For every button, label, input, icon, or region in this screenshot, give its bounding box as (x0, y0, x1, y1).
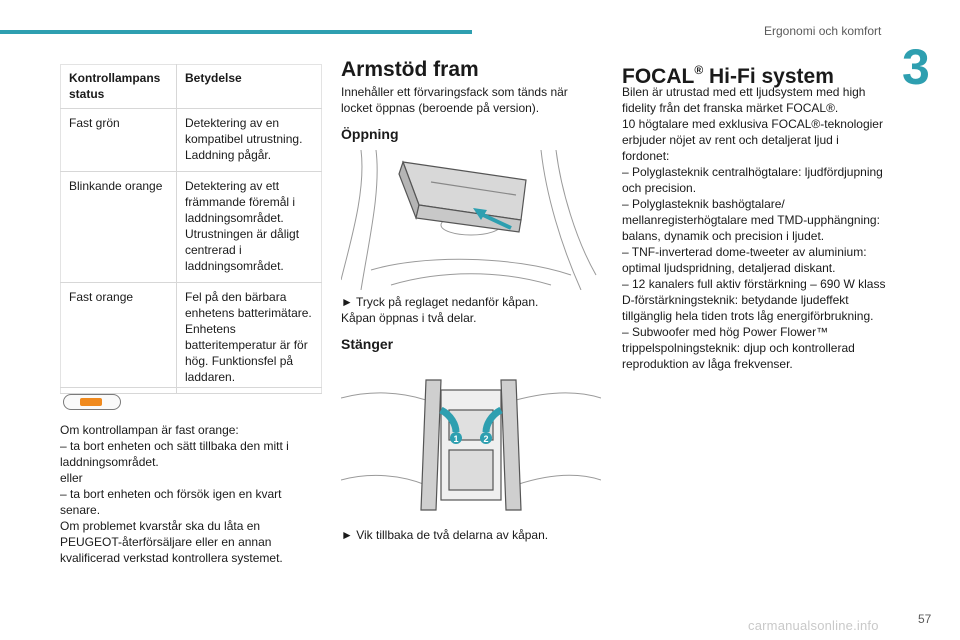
closing-step: ► Vik tillbaka de två delarna av kåpan. (341, 528, 549, 542)
opening-step: ► Tryck på reglaget nedanför kåpan. (341, 295, 539, 309)
step-1-label: 1 (453, 434, 458, 444)
armrest-closing-illustration: 1 2 (341, 360, 601, 515)
indicator-status-table: Kontrollampans status Betydelse Fast grö… (60, 64, 322, 394)
section-title: Ergonomi och komfort (764, 24, 882, 38)
warning-line: – ta bort enheten och försök igen en kva… (60, 487, 282, 517)
focal-description: Bilen är utrustad med ett ljudsystem med… (622, 84, 887, 372)
step-1-marker (450, 432, 462, 444)
table-header-row: Kontrollampans status Betydelse (60, 64, 322, 109)
armrest-intro: Innehåller ett förvaringsfack som tänds … (341, 85, 568, 115)
status-cell: Blinkande orange (60, 171, 177, 283)
focal-title-main: FOCAL (622, 65, 695, 88)
step-2-label: 2 (483, 434, 488, 444)
focal-title-sup: ® (694, 63, 704, 77)
status-cell: Fast grön (60, 108, 177, 172)
closing-title: Stänger (341, 336, 394, 352)
focal-line: – Polyglasteknik centralhögtalare: ljudf… (622, 165, 883, 195)
column-header-meaning: Betydelse (176, 64, 322, 109)
warning-text: Om kontrollampan är fast orange: – ta bo… (60, 422, 322, 566)
focal-line: 10 högtalare med exklusiva FOCAL®-teknol… (622, 117, 883, 163)
table-row: Fast grön Detektering av en kompatibel u… (60, 108, 322, 172)
warning-box (60, 387, 322, 417)
meaning-cell: Fel på den bärbara enhetens batterimätar… (176, 282, 322, 394)
opening-title: Öppning (341, 126, 399, 142)
chapter-number: 3 (902, 39, 930, 95)
focal-title-rest: Hi-Fi system (703, 65, 834, 88)
step-2-marker (480, 432, 492, 444)
armrest-opening-illustration (341, 150, 601, 290)
header-accent-bar (0, 30, 472, 34)
focal-title: FOCAL® Hi-Fi system (622, 58, 834, 89)
table-row: Fast orange Fel på den bärbara enhetens … (60, 282, 322, 394)
focal-line: Bilen är utrustad med ett ljudsystem med… (622, 85, 866, 115)
focal-line: – Subwoofer med hög Power Flower™ trippe… (622, 325, 855, 371)
charging-indicator-icon (63, 394, 121, 410)
status-cell: Fast orange (60, 282, 177, 394)
armrest-title: Armstöd fram (341, 58, 479, 81)
warning-line: Om kontrollampan är fast orange: (60, 423, 239, 437)
column-header-status: Kontrollampans status (60, 64, 177, 109)
warning-line: – ta bort enheten och sätt tillbaka den … (60, 439, 289, 469)
warning-line: Om problemet kvarstår ska du låta en PEU… (60, 519, 283, 565)
focal-line: – TNF-inverterad dome-tweeter av alumini… (622, 245, 867, 275)
watermark: carmanualsonline.info (748, 618, 879, 633)
meaning-cell: Detektering av ett främmande föremål i l… (176, 171, 322, 283)
table-row: Blinkande orange Detektering av ett främ… (60, 171, 322, 283)
meaning-cell: Detektering av en kompatibel utrustning.… (176, 108, 322, 172)
focal-line: – 12 kanalers full aktiv förstärkning – … (622, 277, 886, 323)
warning-line: eller (60, 471, 83, 485)
opening-note: Kåpan öppnas i två delar. (341, 311, 477, 325)
page-number: 57 (918, 612, 932, 626)
focal-line: – Polyglasteknik bashögtalare/ mellanreg… (622, 197, 880, 243)
